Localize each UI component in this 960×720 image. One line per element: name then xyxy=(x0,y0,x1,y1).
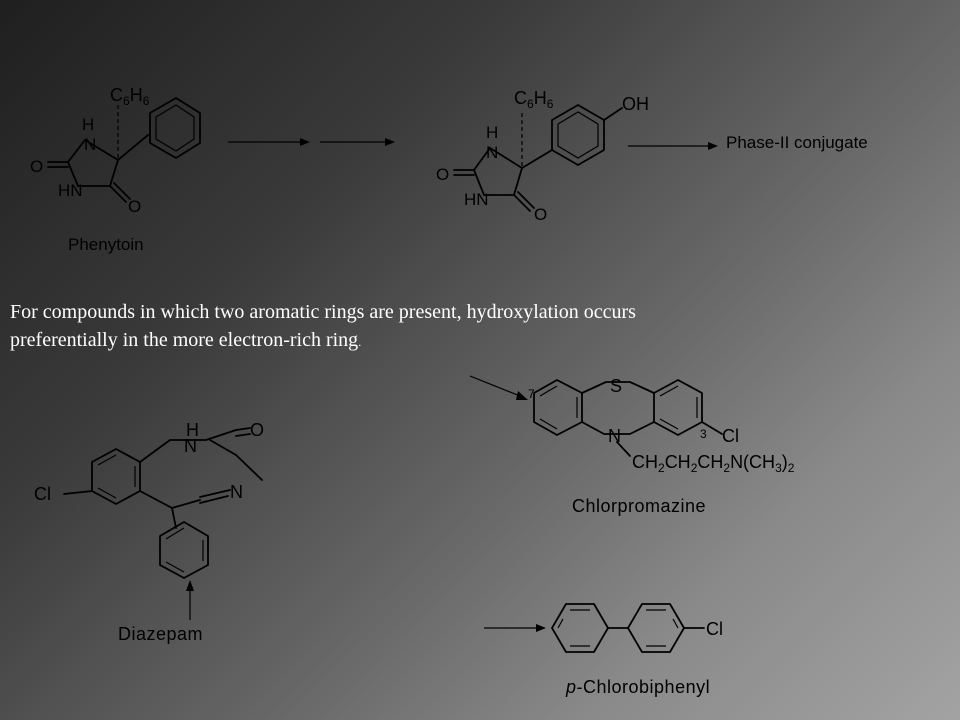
aromatic-bond xyxy=(539,418,558,430)
hydantoin-ring-bonds xyxy=(473,147,523,196)
atom-o: O xyxy=(30,157,43,176)
benzene-ring xyxy=(551,104,605,166)
benzene-ring xyxy=(533,379,583,436)
benzene-ring xyxy=(149,97,201,159)
aromatic-bond xyxy=(165,527,185,540)
aromatic-bond xyxy=(97,487,117,499)
carbonyl-bond xyxy=(109,185,127,203)
aromatic-bond xyxy=(539,385,558,397)
benzene-ring xyxy=(159,521,209,579)
reaction-arrow xyxy=(320,138,395,146)
thiazine-bond xyxy=(581,421,655,435)
sidechain-formula: CH2CH2CH2N(CH3)2 xyxy=(632,452,795,475)
hydroxyphenytoin-structure: H N O HN O C6H6 OH xyxy=(436,88,649,224)
site-arrow xyxy=(484,624,546,632)
thiazine-bond xyxy=(581,381,655,394)
atom-o: O xyxy=(250,420,264,440)
atom-n: N xyxy=(230,482,243,502)
aromatic-bond xyxy=(97,454,117,466)
atom-n: N xyxy=(84,135,96,154)
hydantoin-ring-bonds xyxy=(67,139,119,187)
atom-h: H xyxy=(82,115,94,134)
chloro-bond xyxy=(63,490,93,495)
body-text: For compounds in which two aromatic ring… xyxy=(10,298,910,356)
atom-h: H xyxy=(186,420,199,440)
aromatic-bond xyxy=(659,385,679,397)
chlorobiphenyl-label: p-Chlorobiphenyl xyxy=(565,677,710,697)
phenyl-bond xyxy=(117,134,149,161)
benzene-ring xyxy=(627,603,685,653)
atom-oh: OH xyxy=(622,94,649,114)
substituent-c6h6: C6H6 xyxy=(110,85,150,108)
carbonyl-bond xyxy=(513,194,531,212)
diazepine-bond xyxy=(235,454,263,481)
diazepine-bond xyxy=(139,490,173,509)
diazepine-bond xyxy=(209,439,237,456)
atom-cl: Cl xyxy=(34,484,51,504)
reaction-arrow xyxy=(628,142,718,150)
atom-cl: Cl xyxy=(722,426,739,446)
phenytoin-structure: H N O HN O C6H6 Phenytoin xyxy=(30,85,201,254)
diazepam-label: Diazepam xyxy=(118,624,203,644)
atom-s: S xyxy=(610,376,622,396)
atom-hn: HN xyxy=(464,190,489,209)
diazepine-bond xyxy=(139,429,237,463)
benzene-inner-ring xyxy=(557,111,599,159)
imine-bond xyxy=(199,489,231,498)
atom-n: N xyxy=(608,426,621,446)
chlorobiphenyl-structure: Cl p-Chlorobiphenyl xyxy=(484,603,723,697)
benzene-ring xyxy=(653,379,703,436)
diazepam-structure: H N O N Cl Diazepam xyxy=(34,420,264,644)
carbonyl-bond xyxy=(235,427,251,431)
chlorpromazine-label: Chlorpromazine xyxy=(572,496,706,516)
body-text-line-1: For compounds in which two aromatic ring… xyxy=(10,301,636,323)
atom-o: O xyxy=(436,165,449,184)
diazepine-bond xyxy=(171,499,201,509)
benzene-ring xyxy=(551,603,609,653)
position-7: 7 xyxy=(528,387,535,401)
atom-cl: Cl xyxy=(706,619,723,639)
atom-o: O xyxy=(128,197,141,216)
atom-h: H xyxy=(486,123,498,142)
substituent-c6h6: C6H6 xyxy=(514,88,554,111)
aromatic-bond xyxy=(557,618,564,629)
phenyl-bond xyxy=(171,507,177,529)
imine-bond xyxy=(199,495,229,504)
carbonyl-bond xyxy=(113,182,131,200)
carbonyl-bond xyxy=(235,433,251,437)
reaction-arrow xyxy=(228,138,310,146)
benzene-inner-ring xyxy=(155,104,195,152)
sidechain-bond xyxy=(616,441,631,457)
chloro-bond xyxy=(701,421,723,435)
phenytoin-label: Phenytoin xyxy=(68,235,144,254)
aromatic-bond xyxy=(659,418,679,430)
position-3: 3 xyxy=(700,427,707,441)
chlorpromazine-structure: S N Cl 7 3 CH2CH2CH2N(CH3)2 Chlorpromazi… xyxy=(469,375,795,516)
atom-hn: HN xyxy=(58,181,83,200)
atom-o: O xyxy=(534,205,547,224)
aromatic-bond xyxy=(165,561,185,573)
aromatic-bond xyxy=(672,618,679,629)
site-arrow xyxy=(469,375,528,400)
carbonyl-bond xyxy=(517,191,535,209)
phenyl-bond xyxy=(521,149,553,169)
body-text-line-2: preferentially in the more electron-rich… xyxy=(10,329,362,351)
benzene-ring xyxy=(91,448,141,505)
hydroxyl-bond xyxy=(603,107,623,121)
site-arrow xyxy=(186,580,194,620)
atom-n: N xyxy=(486,143,498,162)
phase-ii-label: Phase-II conjugate xyxy=(726,133,868,152)
atom-n: N xyxy=(184,436,197,456)
